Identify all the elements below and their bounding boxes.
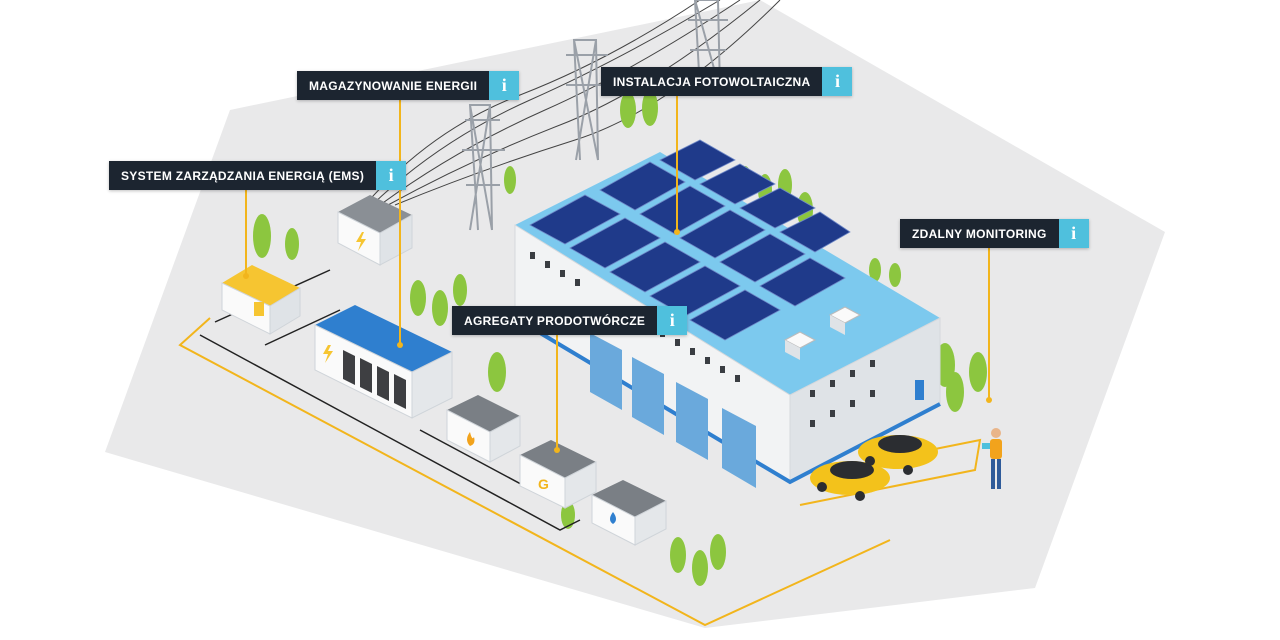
callout-zdalny-monitoring[interactable]: ZDALNY MONITORING i [900, 219, 1089, 248]
solar-panels [529, 139, 851, 341]
lightning-icon [323, 345, 333, 363]
battery-storage-container [314, 305, 453, 419]
leader-dots [243, 229, 992, 453]
leader-magazynowanie [399, 99, 401, 345]
rooftop-units [783, 306, 862, 360]
generator-g-container: G [519, 440, 597, 509]
callout-label: MAGAZYNOWANIE ENERGII [297, 71, 490, 100]
pylon [462, 0, 728, 231]
generator-letter: G [538, 476, 549, 492]
ems-cabinet [221, 265, 301, 335]
transformer-box [337, 195, 413, 266]
callout-agregaty-prodotworcze[interactable]: AGREGATY PRODOTWÓRCZE i [452, 306, 688, 335]
gas-generator-container [446, 395, 521, 463]
info-icon[interactable]: i [1058, 219, 1089, 248]
info-icon[interactable]: i [376, 161, 407, 190]
info-icon[interactable]: i [822, 67, 853, 96]
leader-agregaty [556, 334, 558, 450]
callout-label: INSTALACJA FOTOWOLTAICZNA [601, 67, 823, 96]
lightning-icon [356, 232, 366, 251]
callout-label: ZDALNY MONITORING [900, 219, 1059, 248]
loading-docks [590, 333, 756, 488]
electric-cars [810, 435, 938, 501]
leader-fotowoltaika [676, 95, 678, 232]
factory-building [513, 152, 941, 488]
leader-monitoring [988, 248, 990, 400]
callout-instalacja-fotowoltaiczna[interactable]: INSTALACJA FOTOWOLTAICZNA i [601, 67, 853, 96]
callout-system-zarzadzania-energia[interactable]: SYSTEM ZARZĄDZANIA ENERGIĄ (EMS) i [109, 161, 407, 190]
operator-person [982, 428, 1002, 489]
info-icon[interactable]: i [489, 71, 520, 100]
leader-ems [245, 190, 247, 276]
water-unit-container [591, 480, 667, 546]
info-icon[interactable]: i [657, 306, 688, 335]
callout-label: SYSTEM ZARZĄDZANIA ENERGIĄ (EMS) [109, 161, 377, 190]
flame-icon [467, 432, 475, 446]
callout-magazynowanie-energii[interactable]: MAGAZYNOWANIE ENERGII i [297, 71, 520, 100]
callout-label: AGREGATY PRODOTWÓRCZE [452, 306, 658, 335]
water-drop-icon [610, 512, 616, 524]
